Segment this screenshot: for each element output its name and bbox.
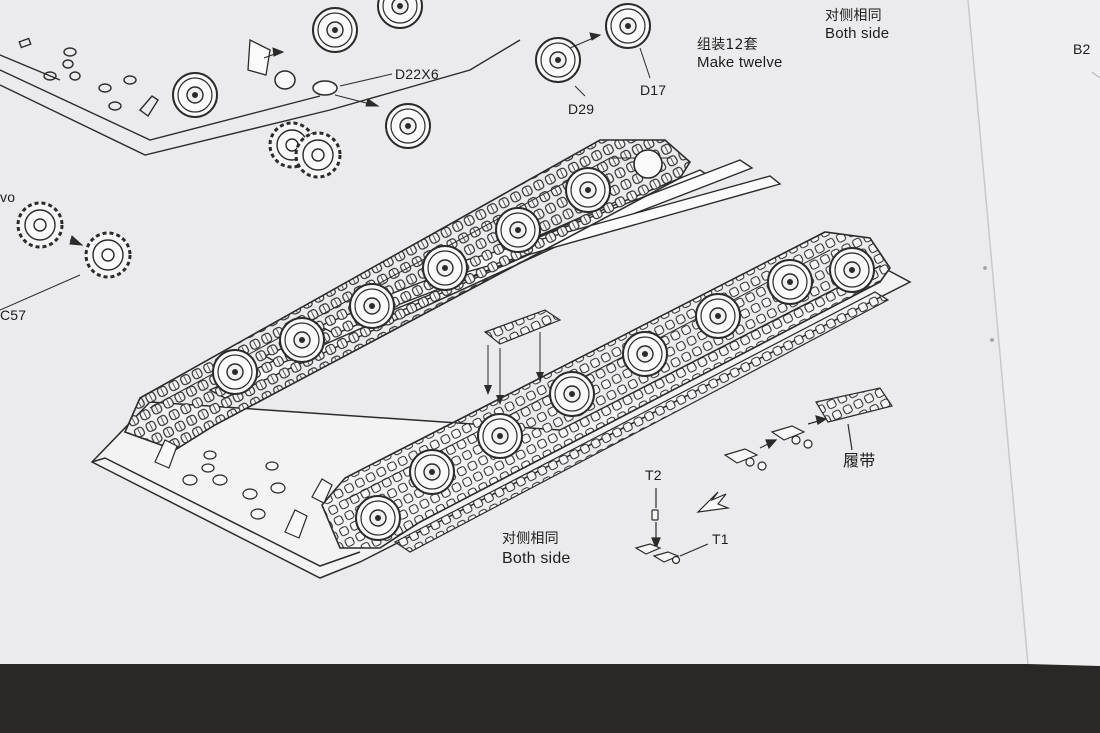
t-parts-detail <box>634 488 731 565</box>
upper-hull-fragment <box>0 37 521 156</box>
right-page <box>968 0 1100 666</box>
bottom-both-side-cn: 对侧相同 <box>502 531 559 547</box>
bottom-both-side-en: Both side <box>502 550 571 567</box>
make-twelve-en: Make twelve <box>697 54 783 71</box>
top-both-side-en: Both side <box>825 25 890 42</box>
part-label-c57: C57 <box>0 307 27 323</box>
part-label-d22x6: D22X6 <box>395 66 439 82</box>
part-label-b2: B2 <box>1073 41 1091 57</box>
track-segment-callout <box>483 309 562 405</box>
upper-wheels <box>16 0 651 279</box>
upper-leader-lines <box>0 32 651 311</box>
partial-text-vo: vo <box>0 189 16 205</box>
track-near <box>321 231 891 553</box>
track-label-cn: 履带 <box>843 451 876 470</box>
top-both-side-cn: 对侧相同 <box>825 8 882 24</box>
part-label-d29: D29 <box>568 101 595 117</box>
hull-detail-parts <box>154 439 333 539</box>
far-road-wheels <box>212 149 663 395</box>
part-label-t2: T2 <box>645 467 662 483</box>
part-label-t1: T1 <box>712 531 729 547</box>
right-page-marks <box>983 71 1100 342</box>
track-links-exploded <box>723 387 893 471</box>
part-label-d17: D17 <box>640 82 667 98</box>
make-twelve-cn: 组装12套 <box>697 37 758 53</box>
